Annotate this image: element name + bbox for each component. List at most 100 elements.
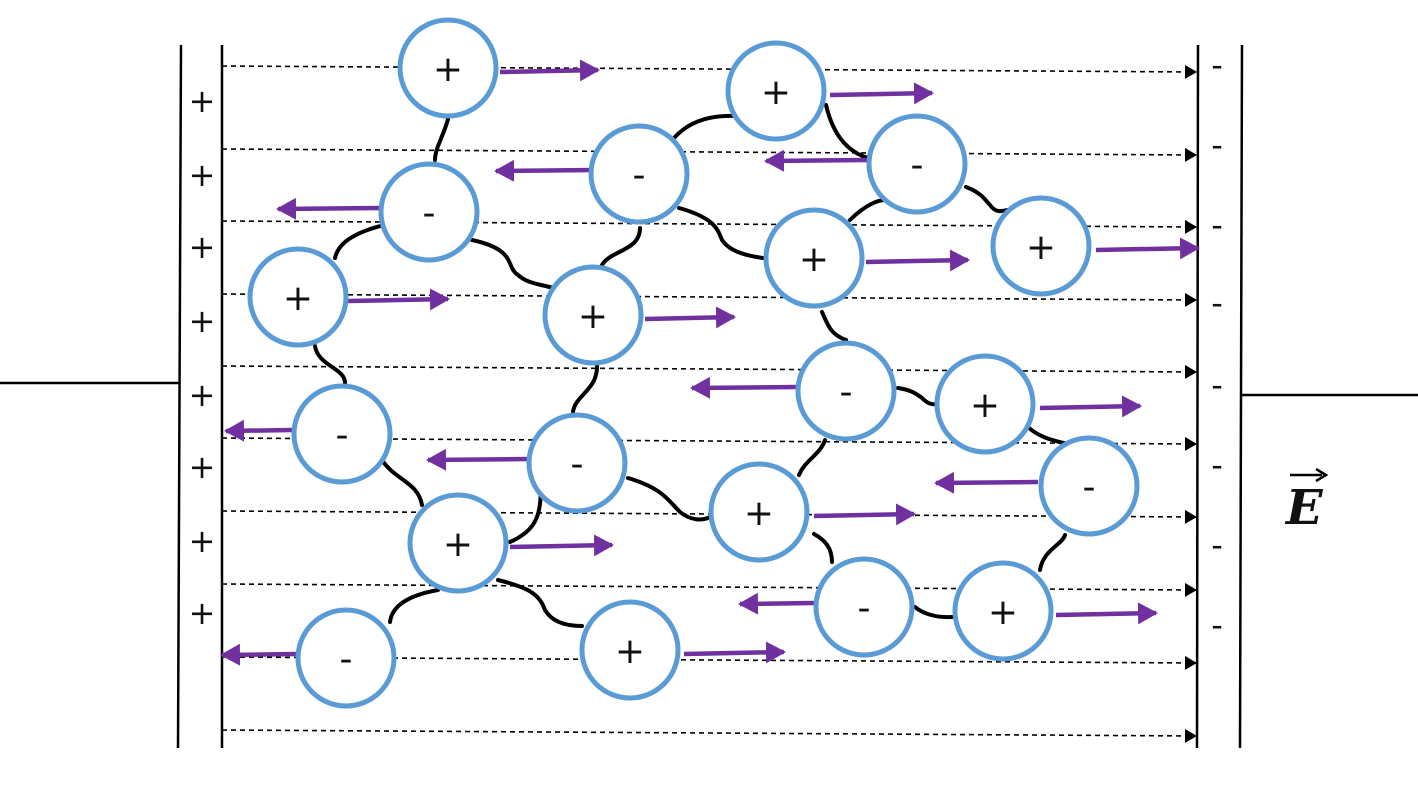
force-arrow-left — [494, 159, 597, 182]
negative-ion: - — [1038, 435, 1140, 537]
field-line — [221, 728, 1197, 743]
ion-charge-sign: + — [433, 49, 463, 90]
positive-ion: + — [407, 492, 509, 594]
field-vector-label: E — [1284, 467, 1329, 536]
negative-ion: - — [795, 340, 897, 442]
ion-charge-sign: + — [283, 278, 313, 319]
ion-circle — [247, 246, 349, 348]
ions: +-+-+--+-++-++-+-+-+ — [247, 17, 1140, 709]
bonds — [313, 103, 1070, 628]
plate-minus-sign: - — [1211, 606, 1223, 644]
negative-ion: - — [588, 123, 690, 225]
ion-circle — [542, 264, 644, 366]
ion-circle — [295, 607, 397, 709]
force-arrow-left — [934, 471, 1039, 494]
bond — [797, 438, 827, 477]
ion-circle — [813, 556, 915, 658]
ion-charge-sign: - — [840, 372, 853, 413]
bond — [824, 103, 870, 160]
plate-minus-sign: - — [1211, 284, 1223, 322]
force-arrow-left — [224, 419, 293, 442]
ion-circle — [763, 207, 865, 309]
right-plate-charges: -------- — [1211, 46, 1223, 644]
plate-plus-sign: + — [189, 302, 216, 340]
force-arrow-left — [426, 448, 529, 471]
bond — [508, 488, 543, 544]
positive-ion: + — [725, 40, 827, 142]
plate-minus-sign: - — [1211, 206, 1223, 244]
field-line — [221, 364, 1197, 379]
plate-minus-sign: - — [1211, 46, 1223, 84]
positive-ion: + — [542, 264, 644, 366]
field-label: E — [1284, 480, 1324, 536]
ion-circle — [866, 113, 968, 215]
ion-charge-sign: - — [1083, 467, 1096, 508]
force-arrow-right — [509, 534, 614, 557]
field-line — [221, 147, 1197, 162]
ion-charge-sign: + — [578, 296, 608, 337]
force-arrow-left — [764, 149, 869, 172]
force-arrow-right — [347, 288, 450, 311]
negative-ion: - — [813, 556, 915, 658]
force-arrow-right — [1095, 237, 1200, 260]
ion-charge-sign: - — [911, 145, 924, 186]
bond — [496, 578, 584, 628]
ion-circle — [397, 17, 499, 119]
bond — [380, 458, 424, 507]
force-arrows — [220, 59, 1200, 666]
ion-circle — [407, 492, 509, 594]
bond — [896, 386, 941, 407]
field-line — [221, 64, 1197, 79]
ion-circle — [934, 353, 1036, 455]
plate-minus-sign: - — [1211, 366, 1223, 404]
ion-circle — [795, 340, 897, 442]
plate-plus-sign: + — [189, 82, 216, 120]
force-arrow-right — [644, 306, 736, 329]
ion-charge-sign: + — [799, 239, 829, 280]
ion-circle — [725, 40, 827, 142]
positive-ion: + — [990, 195, 1092, 297]
ion-circle — [990, 195, 1092, 297]
force-arrow-right — [499, 59, 600, 82]
bond — [571, 363, 600, 414]
ion-circle — [291, 383, 393, 485]
force-arrow-right — [683, 641, 786, 664]
bond — [1027, 426, 1070, 446]
force-arrow-right — [829, 82, 934, 105]
right-plate-outer — [1238, 44, 1244, 749]
positive-ion: + — [397, 17, 499, 119]
positive-ion: + — [952, 560, 1054, 662]
ion-circle — [378, 161, 480, 263]
positive-ion: + — [247, 246, 349, 348]
ion-charge-sign: + — [1026, 227, 1056, 268]
negative-ion: - — [866, 113, 968, 215]
left-plate-outer — [176, 44, 183, 749]
bond — [812, 532, 834, 564]
ion-charge-sign: - — [423, 193, 436, 234]
left-plate-charges: ++++++++ — [189, 82, 216, 632]
bond — [388, 588, 440, 624]
negative-ion: - — [526, 412, 628, 514]
ion-charge-sign: - — [571, 444, 584, 485]
ion-charge-sign: + — [988, 592, 1018, 633]
bond — [313, 344, 347, 385]
force-arrow-left — [690, 376, 797, 399]
plate-minus-sign: - — [1211, 126, 1223, 164]
plate-plus-sign: + — [189, 522, 216, 560]
positive-ion: + — [763, 207, 865, 309]
bond — [470, 238, 555, 290]
bond — [433, 117, 450, 162]
plate-plus-sign: + — [189, 448, 216, 486]
force-arrow-right — [1055, 602, 1158, 625]
field-line — [221, 582, 1197, 597]
bond — [672, 113, 738, 140]
negative-ion: - — [378, 161, 480, 263]
plate-plus-sign: + — [189, 594, 216, 632]
ion-circle — [526, 412, 628, 514]
ion-charge-sign: + — [970, 385, 1000, 426]
positive-ion: + — [708, 461, 810, 563]
ion-charge-sign: - — [633, 155, 646, 196]
bond — [333, 223, 386, 260]
